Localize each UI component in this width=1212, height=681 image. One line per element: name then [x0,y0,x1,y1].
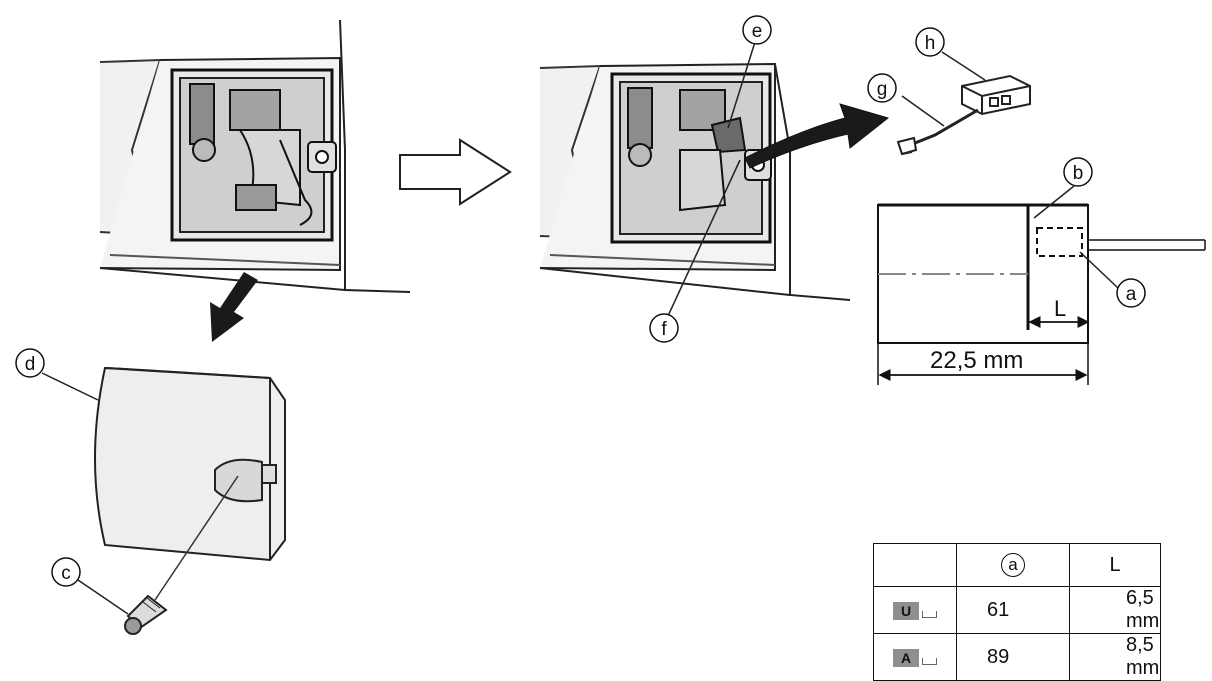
table-header-l: L [1069,543,1161,587]
step-arrow [399,138,512,206]
lamp-housing-right [539,62,851,301]
svg-text:b: b [1073,163,1084,184]
cover-arrow [210,272,258,342]
dimension-detail [877,203,1206,385]
screw-part [124,475,239,635]
callout-a: a [1116,278,1146,308]
callout-e: e [742,15,772,45]
callout-c: c [51,557,81,587]
callout-leaders [41,41,1119,615]
svg-text:c: c [61,563,71,584]
removal-arrow [744,103,890,169]
callout-g: g [867,73,897,103]
callout-d: d [15,348,45,378]
table-row: A 89 8,5 mm [873,633,1161,681]
svg-text:f: f [661,319,667,340]
svg-text:d: d [25,354,36,375]
table-header-a: a [956,543,1070,587]
region-cell: A [873,633,957,681]
table-row: U 61 6,5 mm [873,586,1161,634]
spec-table: a L U 61 6,5 mm A 89 8,5 mm [873,543,1161,681]
header-a-symbol: a [1001,553,1025,577]
a-value-cell: 89 [956,633,1070,681]
table-header-region [873,543,957,587]
l-value-cell: 6,5 mm [1069,586,1161,634]
l-value-cell: 8,5 mm [1069,633,1161,681]
svg-text:e: e [752,21,763,42]
a-value-cell: 61 [956,586,1070,634]
cover-part [94,366,286,562]
table-header-row: a L [873,543,1161,587]
region-badge-a: A [893,648,937,667]
svg-text:h: h [925,33,936,54]
callout-f: f [649,313,679,343]
lamp-housing-left [99,19,411,293]
dim-total-label: 22,5 mm [930,347,1023,374]
svg-text:g: g [877,79,888,100]
region-cell: U [873,586,957,634]
region-tail-icon [922,658,937,665]
svg-text:a: a [1126,284,1137,305]
callout-h: h [915,27,945,57]
region-code: U [893,601,919,620]
bulb-assembly [896,74,1031,156]
region-code: A [893,648,919,667]
dim-l-label: L [1054,296,1066,321]
callout-b: b [1063,157,1093,187]
region-badge-u: U [893,601,937,620]
region-tail-icon [922,611,937,618]
